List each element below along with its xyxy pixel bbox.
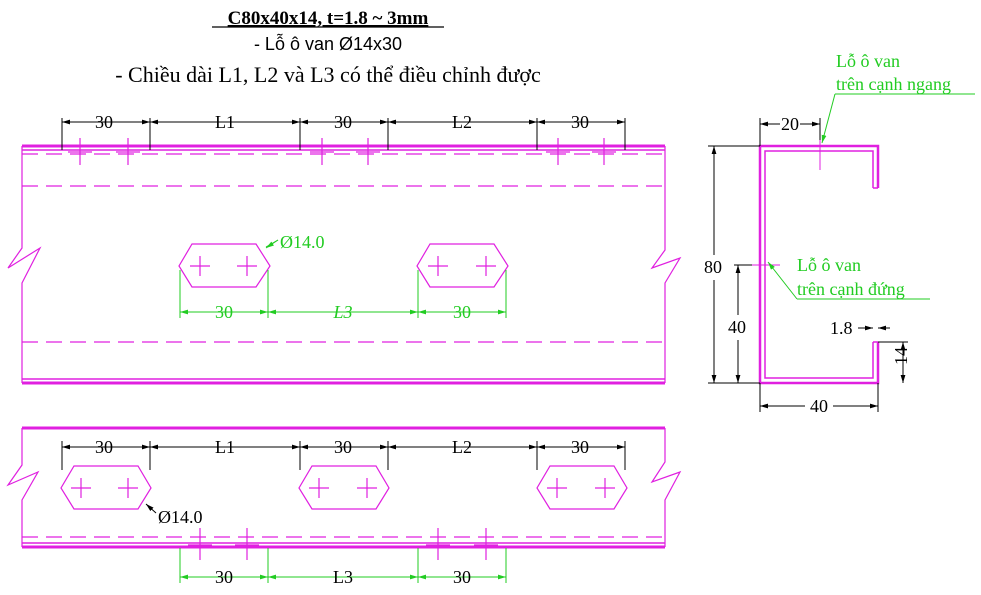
flange-oval-hole-1 xyxy=(60,465,152,510)
dim-40-vertical: 40 xyxy=(728,317,746,337)
header: C80x40x14, t=1.8 ~ 3mm - Lỗ ô van Ø14x30… xyxy=(115,8,541,87)
dim-thickness: 1.8 xyxy=(830,318,853,338)
dim-L1: L1 xyxy=(215,112,235,132)
bottom-hole-diameter: Ø14.0 xyxy=(158,507,203,527)
bottom-dim-30-c: 30 xyxy=(571,437,589,457)
web-hole-marks xyxy=(188,528,498,560)
flange-oval-hole-3 xyxy=(536,465,628,510)
hole-diameter: Ø14.0 xyxy=(280,232,325,252)
dim-30-c: 30 xyxy=(571,112,589,132)
bottom-dim-30-a: 30 xyxy=(95,437,113,457)
web-hole-label-2: trên cạnh đứng xyxy=(797,279,905,299)
flange-hole-label-2: trên cạnh ngang xyxy=(836,74,951,94)
flange-oval-hole-2 xyxy=(298,465,390,510)
bottom-dim-L2: L2 xyxy=(452,437,472,457)
dim-30-b: 30 xyxy=(334,112,352,132)
bottom-web-dim-chain xyxy=(179,548,507,583)
top-view: 30 L1 30 L2 30 Ø14.0 xyxy=(7,112,682,385)
bottom-web-dim-30-a: 30 xyxy=(215,567,233,587)
bottom-dim-30-b: 30 xyxy=(334,437,352,457)
web-dim-chain: 30 L3 30 xyxy=(179,270,507,322)
top-dim-chain: 30 L1 30 L2 30 xyxy=(61,112,626,150)
flange-hole-label-1: Lỗ ô van xyxy=(836,51,900,71)
dim-80: 80 xyxy=(704,257,722,277)
web-oval-hole-2 xyxy=(416,243,509,288)
bottom-web-dim-L3: L3 xyxy=(333,567,353,587)
dim-L2: L2 xyxy=(452,112,472,132)
bottom-view: 30 L1 30 L2 30 Ø14.0 xyxy=(6,426,682,587)
dim-30-a: 30 xyxy=(95,112,113,132)
web-hole-label-1: Lỗ ô van xyxy=(797,255,861,275)
section-view: 20 80 40 1.8 14 40 Lỗ ô van trên cạnh ng… xyxy=(704,51,975,416)
spec-hole: - Lỗ ô van Ø14x30 xyxy=(254,33,402,54)
spec-length-note: - Chiều dài L1, L2 và L3 có thể điều chỉ… xyxy=(115,62,541,87)
title: C80x40x14, t=1.8 ~ 3mm xyxy=(228,8,429,29)
bottom-dim-chain: 30 L1 30 L2 30 xyxy=(61,437,626,470)
flange-hole-marks xyxy=(68,138,616,165)
dim-14: 14 xyxy=(891,347,911,365)
dim-40-horizontal: 40 xyxy=(810,396,828,416)
web-oval-hole-1 xyxy=(178,243,271,288)
web-dim-30-a: 30 xyxy=(215,302,233,322)
web-dim-30-b: 30 xyxy=(453,302,471,322)
dim-20: 20 xyxy=(781,114,799,134)
bottom-dim-L1: L1 xyxy=(215,437,235,457)
web-dim-L3: L3 xyxy=(332,302,352,322)
bottom-web-dim-30-b: 30 xyxy=(453,567,471,587)
